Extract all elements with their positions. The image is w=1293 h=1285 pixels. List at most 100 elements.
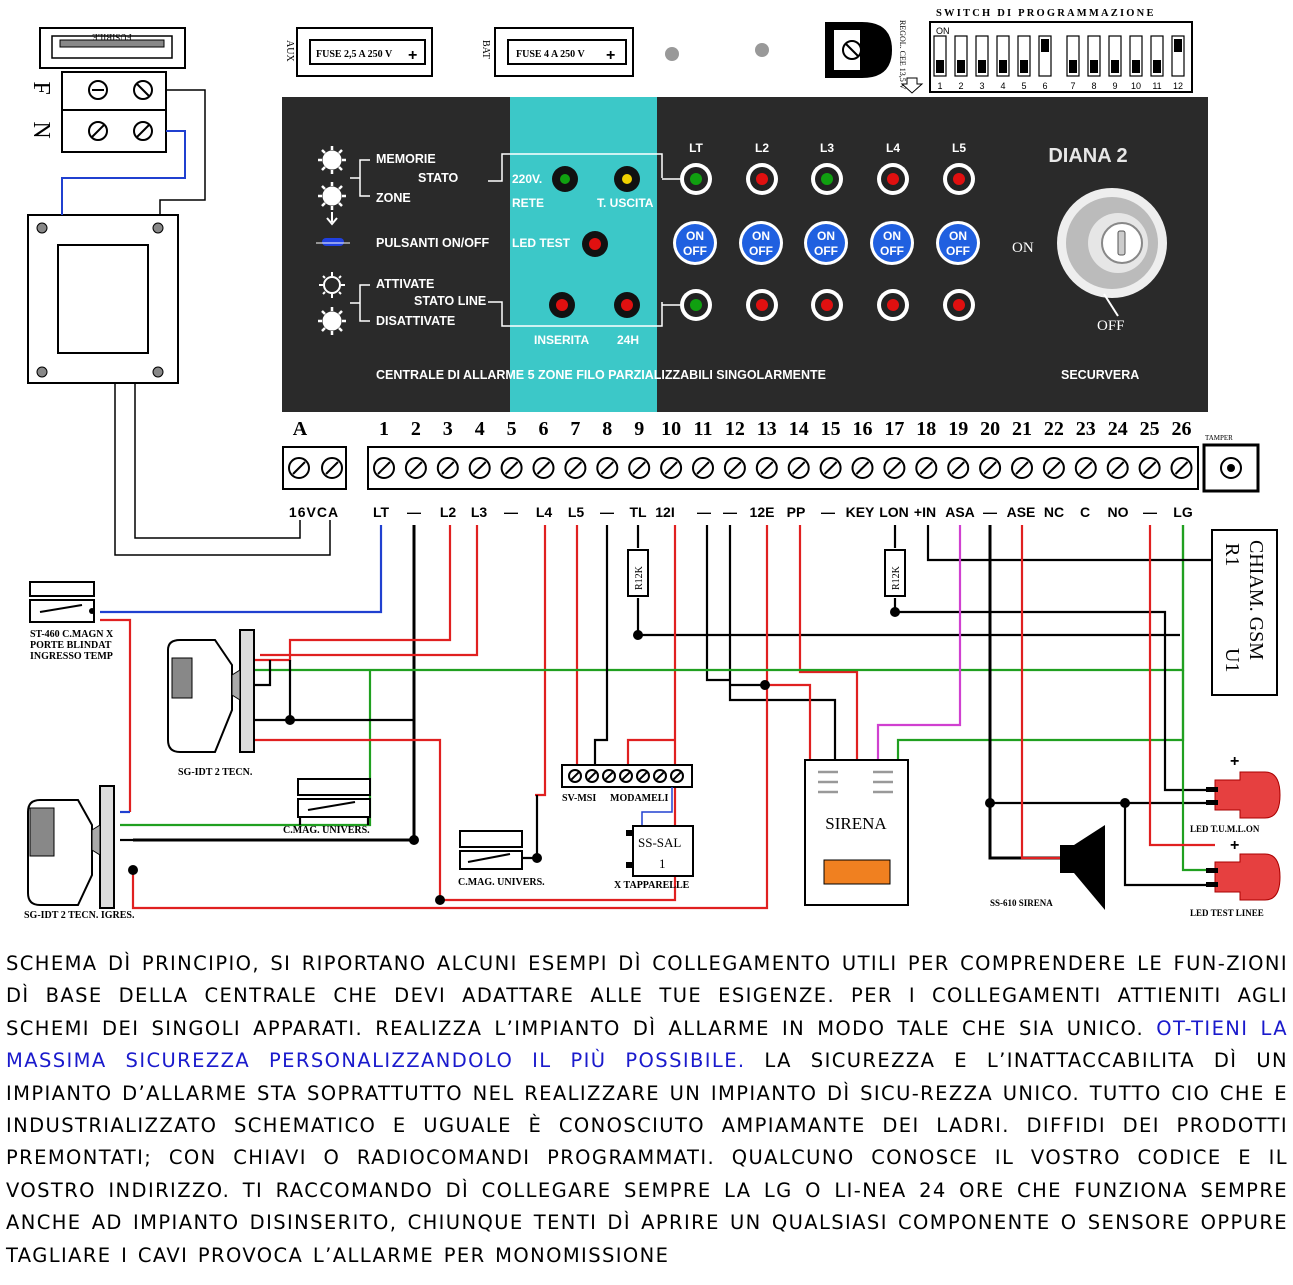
dip-number: 9 xyxy=(1112,81,1117,91)
zone-memory-led xyxy=(811,163,843,195)
terminal-screw xyxy=(660,457,683,479)
zone-label: L3 xyxy=(820,141,834,155)
led-test-linee-label: LED TEST LINEE xyxy=(1190,908,1264,918)
dip-toggle-1[interactable]: 1 xyxy=(933,35,947,91)
panel-description: CENTRALE DI ALLARME 5 ZONE FILO PARZIALI… xyxy=(376,368,826,382)
zone-state-led xyxy=(746,289,778,321)
dip-toggle-6[interactable]: 6 xyxy=(1038,35,1052,91)
speaker-icon: SS-610 SIRENA xyxy=(990,825,1105,910)
gsm-label: CHIAM. GSM xyxy=(1245,540,1267,660)
modameli-label: MODAMELI xyxy=(610,793,668,804)
svg-text:OFF: OFF xyxy=(880,244,904,258)
dip-toggle-8[interactable]: 8 xyxy=(1087,35,1101,91)
led-test-linee: + LED TEST LINEE xyxy=(1190,837,1281,918)
led-plus-sign: + xyxy=(1230,753,1239,770)
sg-idt-detector: SG-IDT 2 TECN. IGRES. xyxy=(24,785,135,921)
panel-maker: SECURVERA xyxy=(1061,368,1139,382)
key-switch[interactable] xyxy=(1057,188,1167,317)
legend-stato-linee: STATO LINE xyxy=(414,294,486,308)
terminal-function: PP xyxy=(787,504,806,520)
sg-idt-1-label: SG-IDT 2 TECN. xyxy=(178,767,253,778)
terminal-screw xyxy=(288,457,310,479)
legend-zone: ZONE xyxy=(376,191,411,205)
dip-number: 12 xyxy=(1173,81,1183,91)
st460-label-2: PORTE BLINDAT xyxy=(30,640,112,651)
legend-disattivate: DISATTIVATE xyxy=(376,314,455,328)
terminal-function: LT xyxy=(373,504,390,520)
terminal-screw xyxy=(596,457,619,479)
terminal-screw xyxy=(755,457,778,479)
dip-toggle-3[interactable]: 3 xyxy=(975,35,989,91)
terminal-screw xyxy=(628,457,651,479)
caption-text-1: SCHEMA DÌ PRINCIPIO, SI RIPORTANO ALCUNI… xyxy=(6,952,1288,1040)
terminal-screw xyxy=(670,769,684,783)
terminal-screw xyxy=(1106,457,1129,479)
svg-text:ON: ON xyxy=(752,229,770,243)
dip-toggle-11[interactable]: 11 xyxy=(1150,35,1164,91)
terminal-number: 10 xyxy=(661,418,681,440)
terminal-number: 18 xyxy=(916,418,936,440)
dip-toggle-10[interactable]: 10 xyxy=(1129,35,1143,91)
dip-toggle-5[interactable]: 5 xyxy=(1017,35,1031,91)
terminal-number: 15 xyxy=(821,418,841,440)
dip-toggle-12[interactable]: 12 xyxy=(1171,35,1185,91)
svg-text:ON: ON xyxy=(949,229,967,243)
sun-icon xyxy=(318,307,346,335)
svg-text:OFF: OFF xyxy=(749,244,773,258)
sg-idt-2-label: SG-IDT 2 TECN. IGRES. xyxy=(24,910,135,921)
caption-highlight: OT-TIENI LA MASSIMA SICUREZZA PERSONALIZ… xyxy=(6,1016,1288,1073)
terminal-screw xyxy=(602,769,616,783)
caption: SCHEMA DÌ PRINCIPIO, SI RIPORTANO ALCUNI… xyxy=(6,948,1288,1272)
dip-number: 11 xyxy=(1152,81,1161,91)
pushbutton-icon xyxy=(322,238,344,246)
bat-label: BAT xyxy=(480,40,491,59)
dip-toggle-9[interactable]: 9 xyxy=(1108,35,1122,91)
terminal-16vca: 16VCA xyxy=(289,504,339,520)
dip-number: 1 xyxy=(937,81,942,91)
terminal-screw xyxy=(947,457,970,479)
terminal-number: 8 xyxy=(602,418,612,440)
mains-terminal: F N xyxy=(28,71,167,153)
ss610-label: SS-610 SIRENA xyxy=(990,898,1053,908)
terminal-number: 6 xyxy=(539,418,549,440)
bat-fuse-text: FUSE 4 A 250 V xyxy=(516,49,585,60)
terminal-screw xyxy=(436,457,459,479)
zone-memory-led xyxy=(943,163,975,195)
terminal-function: — xyxy=(600,504,614,520)
terminal-function: +IN xyxy=(914,504,936,520)
terminal-screw xyxy=(1042,457,1065,479)
zone-label: L2 xyxy=(755,141,769,155)
terminal-screw xyxy=(819,457,842,479)
dip-toggle-2[interactable]: 2 xyxy=(954,35,968,91)
mains-n-label: N xyxy=(28,121,54,138)
gsm-r1-label: R1 xyxy=(1221,543,1243,566)
zone-memory-led xyxy=(877,163,909,195)
dip-toggle-4[interactable]: 4 xyxy=(996,35,1010,91)
panel-brand: DIANA 2 xyxy=(1048,145,1127,167)
zone-label: LT xyxy=(689,141,703,155)
label-24h: 24H xyxy=(617,333,639,347)
ss-sal-module: SS-SAL 1 X TAPPARELLE xyxy=(614,825,694,891)
terminal-number: 12 xyxy=(725,418,745,440)
dip-toggle-7[interactable]: 7 xyxy=(1066,35,1080,91)
voltage-regulator: REGOL. CEE 13,5 V xyxy=(825,20,924,94)
terminal-function: C xyxy=(1080,504,1090,520)
terminal-function: — xyxy=(983,504,997,520)
terminal-function: 12E xyxy=(750,504,775,520)
terminal-screw xyxy=(915,457,938,479)
sun-icon xyxy=(318,182,346,210)
terminal-a-label: A xyxy=(293,418,308,440)
zone-state-led xyxy=(811,289,843,321)
st460-label-3: INGRESSO TEMP xyxy=(30,651,113,662)
terminal-screw xyxy=(321,457,343,479)
terminal-function: — xyxy=(1143,504,1157,520)
